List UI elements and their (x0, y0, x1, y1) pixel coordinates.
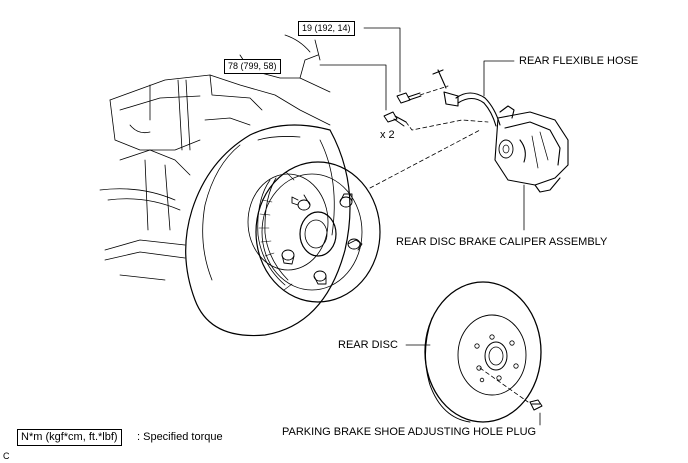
hub-bolt (313, 270, 327, 285)
torque-box-upper-bolt: 19 (192, 14) (298, 21, 355, 36)
bolt-lower (383, 111, 407, 127)
flexible-hose (432, 69, 501, 127)
caliper-assembly-label: REAR DISC BRAKE CALIPER ASSEMBLY (396, 236, 608, 248)
hole-plug-label: PARKING BRAKE SHOE ADJUSTING HOLE PLUG (282, 426, 537, 438)
leader-lines (319, 27, 541, 426)
torque-box-lower-bolt: 78 (799, 58) (224, 59, 281, 74)
torque-legend-description: : Specified torque (137, 431, 223, 443)
caliper-assembly (494, 105, 569, 193)
suspension-linework (99, 34, 331, 281)
rear-flexible-hose-label: REAR FLEXIBLE HOSE (519, 55, 639, 67)
hub-bolt (339, 193, 353, 208)
axle-hub (247, 161, 381, 303)
dust-shield (185, 124, 351, 337)
torque-legend-unit: N*m (kgf*cm, ft.*lbf) (17, 429, 122, 446)
rear-disc-rotor (424, 281, 542, 423)
bolt-upper (396, 92, 422, 104)
hole-plug (529, 399, 543, 411)
assembly-dashed-lines (369, 85, 529, 403)
figure-code: C (3, 451, 10, 461)
hub-bolt (347, 238, 363, 251)
hub-bolt (281, 249, 295, 265)
hub-bolt (291, 194, 311, 211)
rear-disc-label: REAR DISC (338, 339, 398, 351)
bolt-quantity-label: x 2 (380, 129, 395, 141)
